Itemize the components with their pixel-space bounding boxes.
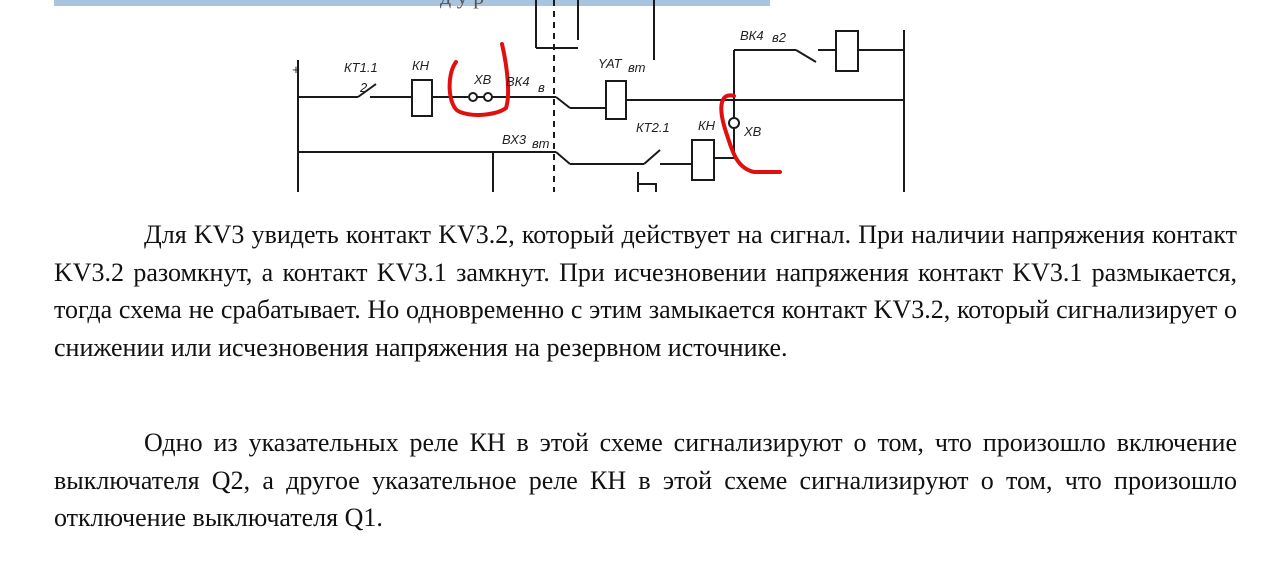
kt11-label: КТ1.1	[344, 60, 378, 75]
bx3-sub-label: вт	[532, 136, 550, 151]
xb1-label: ХВ	[473, 72, 492, 87]
kh1-label: КН	[412, 58, 430, 73]
relay-circuit-diagram: + КТ1.1 2 КН ХВ ВК4 в YAT вт ВК4 в2 ВХ3 …	[292, 0, 905, 192]
kt11-num-label: 2	[359, 80, 368, 95]
bk4-sub-label: в	[538, 80, 545, 95]
xb2-label: ХВ	[743, 124, 762, 139]
bk4-top-label: ВК4	[740, 28, 764, 43]
paragraph-kv3-description: Для KV3 увидеть контакт KV3.2, который д…	[54, 220, 1237, 362]
bx3-label: ВХ3	[502, 132, 527, 147]
paragraph-kh-relays: Одно из указательных реле КН в этой схем…	[54, 428, 1237, 532]
bk4-label: ВК4	[506, 74, 530, 89]
bk4-top-sub-label: в2	[772, 30, 787, 45]
header-bar	[54, 0, 770, 6]
plus-label: +	[292, 62, 300, 77]
header-partial-text: д у р	[440, 0, 484, 10]
yat-sub-label: вт	[628, 60, 646, 75]
yat-label: YAT	[598, 56, 623, 71]
kt21-label: КТ2.1	[636, 120, 670, 135]
kh2-label: КН	[698, 118, 716, 133]
